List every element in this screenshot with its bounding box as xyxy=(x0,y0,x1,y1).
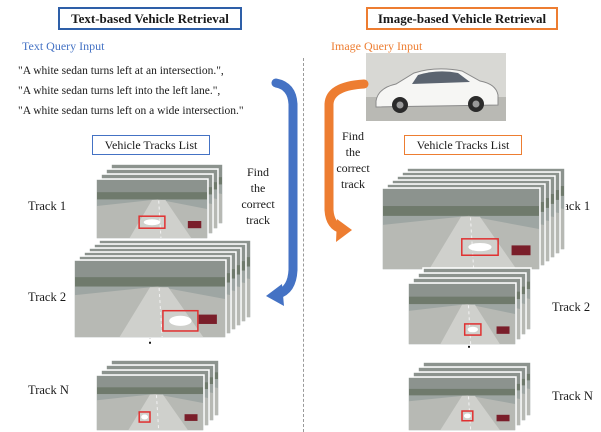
track-frame-stack xyxy=(407,361,532,432)
left-track-2-label: Track 2 xyxy=(28,290,67,304)
target-vehicle xyxy=(467,326,478,333)
text-retrieval-title: Text-based Vehicle Retrieval xyxy=(58,7,242,30)
target-vehicle-box xyxy=(138,411,151,423)
target-vehicle-box xyxy=(138,215,166,229)
target-vehicle xyxy=(141,414,149,420)
panel-divider xyxy=(303,58,304,432)
left-track-1-label: Track 1 xyxy=(28,199,67,213)
target-vehicle-box xyxy=(463,323,482,336)
text-query-label: Text Query Input xyxy=(22,39,105,53)
track-frame-stack xyxy=(95,359,220,432)
track-frame-stack xyxy=(407,267,532,346)
track-frame xyxy=(95,178,209,240)
right-vehicle-tracks-list-label: Vehicle Tracks List xyxy=(404,135,522,155)
left-vehicle-tracks-list-label: Vehicle Tracks List xyxy=(92,135,210,155)
track-frame-stack xyxy=(95,163,224,240)
text-query-list: "A white sedan turns left at an intersec… xyxy=(18,61,244,121)
target-vehicle-box xyxy=(461,410,474,422)
image-query-label: Image Query Input xyxy=(331,39,423,53)
query-vehicle-image xyxy=(366,53,506,121)
right-track-2-label: Track 2 xyxy=(552,300,591,314)
target-vehicle xyxy=(169,315,192,326)
track-frame xyxy=(381,187,541,271)
target-vehicle xyxy=(468,242,492,252)
target-vehicle-box xyxy=(162,309,199,332)
target-vehicle xyxy=(463,413,471,419)
image-retrieval-title: Image-based Vehicle Retrieval xyxy=(366,7,558,30)
text-query-3: "A white sedan turns left on a wide inte… xyxy=(18,105,244,117)
track-frame-stack xyxy=(73,239,252,339)
text-query-1: "A white sedan turns left at an intersec… xyxy=(18,65,224,77)
track-frame xyxy=(407,282,517,346)
left-track-n-label: Track N xyxy=(28,383,69,397)
track-frame-stack xyxy=(381,167,566,271)
right-track-n-label: Track N xyxy=(552,389,593,403)
track-frame xyxy=(407,376,517,432)
target-vehicle-box xyxy=(461,238,499,256)
text-query-2: "A white sedan turns left into the left … xyxy=(18,85,221,97)
left-find-correct-track-text: Find the correct track xyxy=(241,165,275,227)
target-vehicle xyxy=(143,219,161,226)
right-find-correct-track-text: Find the correct track xyxy=(336,129,370,191)
